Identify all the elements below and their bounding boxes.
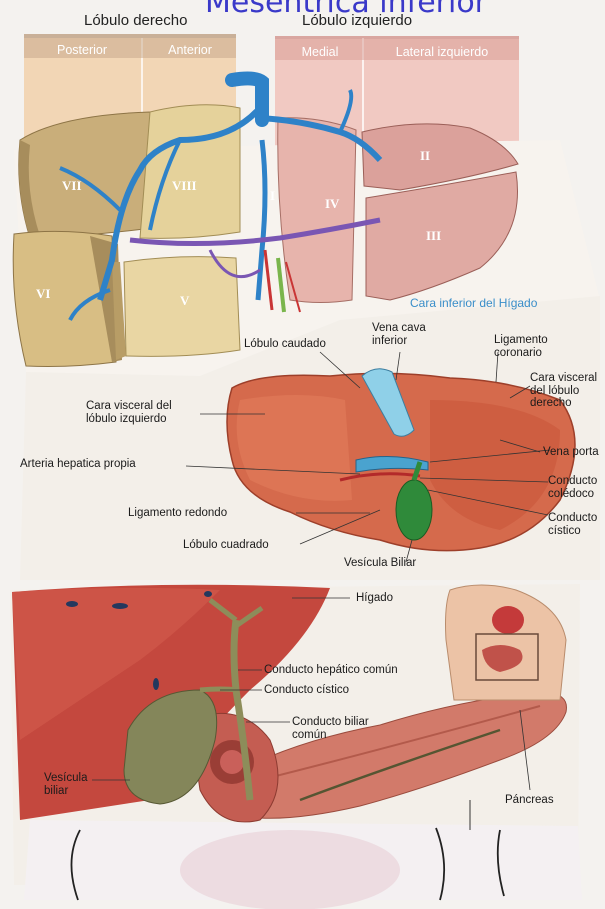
- label-higado: Hígado: [356, 592, 393, 605]
- label-lobulo-cuadrado: Lóbulo cuadrado: [183, 539, 269, 552]
- inferior-face-title: Cara inferior del Hígado: [410, 297, 537, 310]
- label-biliar-comun: Conducto biliar común: [292, 716, 384, 741]
- label-arteria-hepatica: Arteria hepatica propia: [20, 458, 136, 471]
- segment-v-label: V: [180, 293, 190, 308]
- label-vena-cava: Vena cava inferior: [372, 322, 442, 347]
- segment-vi-label: VI: [36, 286, 50, 301]
- label-hepatico-comun: Conducto hepático común: [264, 664, 398, 677]
- label-lobulo-caudado: Lóbulo caudado: [244, 338, 326, 351]
- label-vesicula-biliar-middle: Vesícula Biliar: [344, 557, 416, 570]
- label-vesicula-biliar-bottom: Vesícula biliar: [44, 772, 94, 797]
- segment-i-label: I: [270, 188, 275, 203]
- lobe-left-title: Lóbulo izquierdo: [302, 12, 412, 29]
- segment-iv-label: IV: [325, 196, 340, 211]
- lobe-right-title: Lóbulo derecho: [84, 12, 187, 29]
- segment-viii-label: VIII: [172, 178, 197, 193]
- col-anterior: Anterior: [146, 43, 234, 57]
- segment-iii-label: III: [426, 228, 441, 243]
- label-ligamento-coronario: Ligamento coronario: [494, 334, 564, 359]
- label-conducto-cistico: Conducto cístico: [548, 512, 605, 537]
- label-vena-porta: Vena porta: [543, 446, 599, 459]
- label-cara-visceral-derecho: Cara visceral del lóbulo derecho: [530, 372, 605, 410]
- col-lateral: Lateral izquierdo: [368, 45, 516, 59]
- col-posterior: Posterior: [26, 43, 138, 57]
- col-medial: Medial: [280, 45, 360, 59]
- label-conducto-coledoco: Conducto colédoco: [548, 475, 605, 500]
- label-pancreas: Páncreas: [505, 794, 554, 807]
- label-conducto-cistico-bottom: Conducto cístico: [264, 684, 349, 697]
- label-cara-visceral-izquierdo: Cara visceral del lóbulo izquierdo: [86, 400, 204, 425]
- segment-ii-label: II: [420, 148, 430, 163]
- segment-vii-label: VII: [62, 178, 82, 193]
- label-ligamento-redondo: Ligamento redondo: [128, 507, 227, 520]
